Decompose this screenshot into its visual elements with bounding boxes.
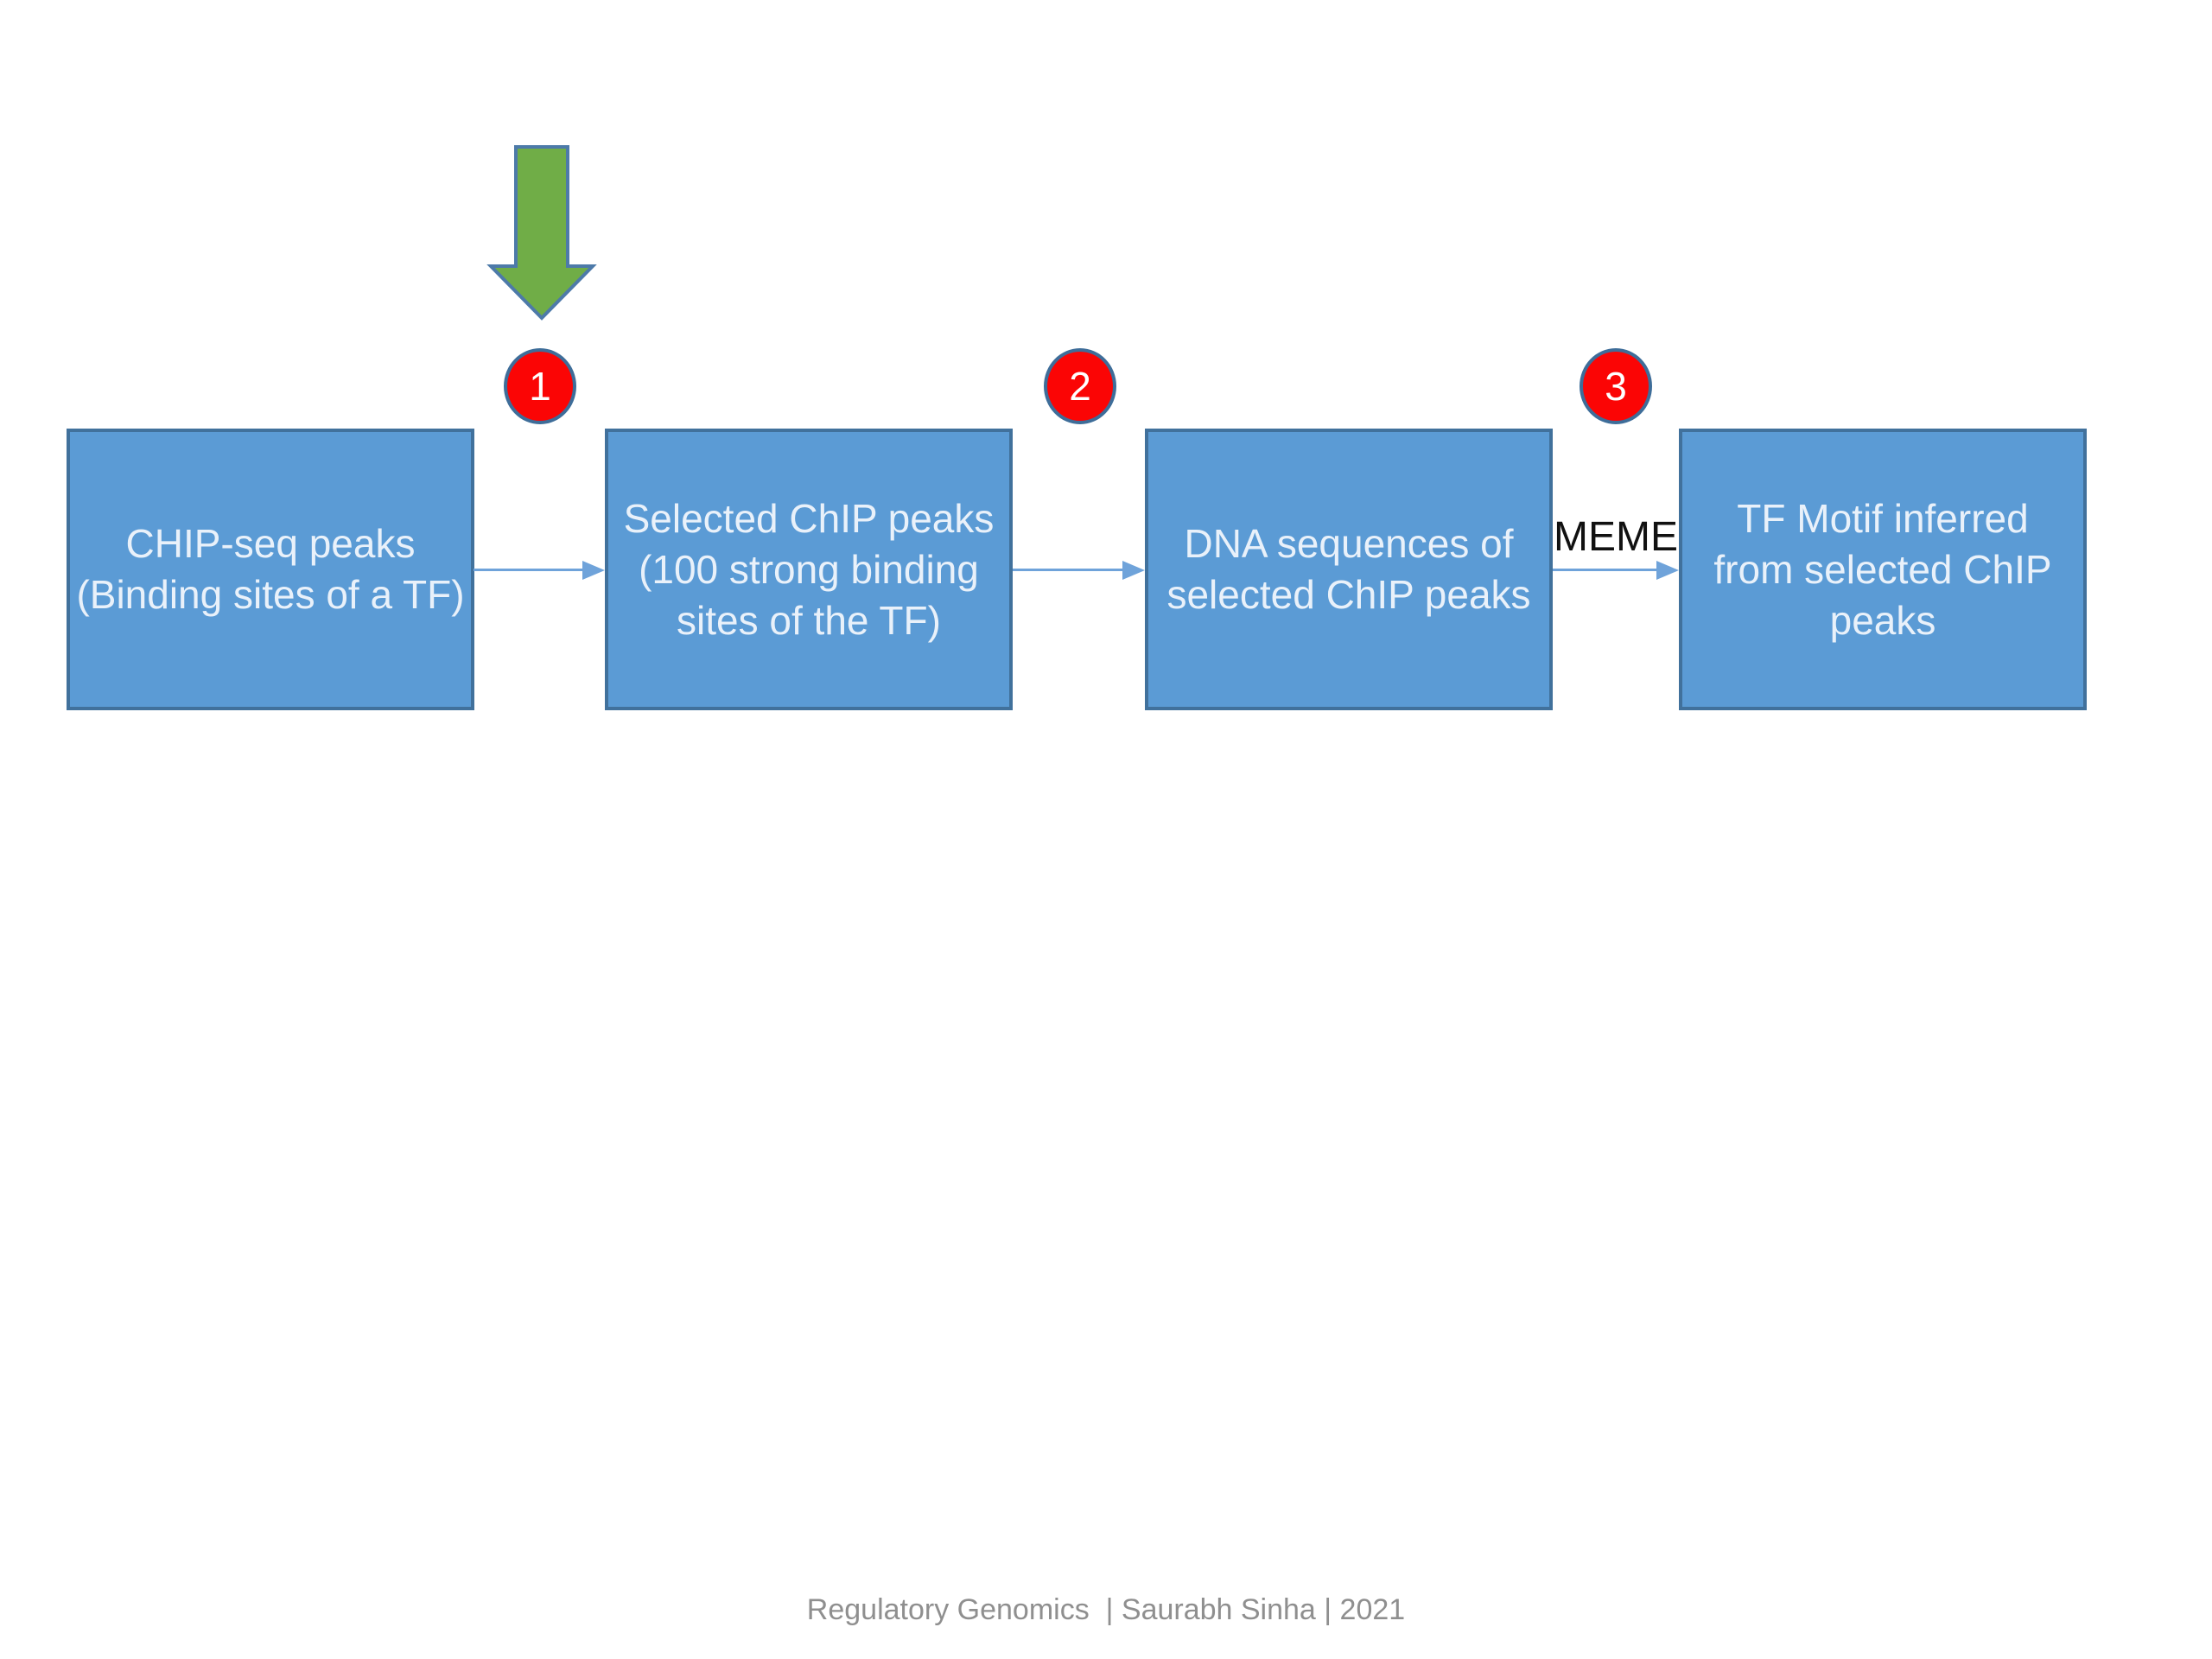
footer-credit: Regulatory Genomics | Saurabh Sinha | 20… bbox=[806, 1593, 1406, 1626]
flow-box-chip-seq-peaks: CHIP-seq peaks (Binding sites of a TF) bbox=[67, 429, 474, 710]
step-badge-2: 2 bbox=[1044, 348, 1116, 424]
step-badge-3: 3 bbox=[1580, 348, 1652, 424]
step-number: 3 bbox=[1605, 364, 1627, 409]
flow-box-label: TF Motif inferred from selected ChIP pea… bbox=[1713, 495, 2052, 643]
arrow-head bbox=[1122, 560, 1145, 580]
flow-box-tf-motif: TF Motif inferred from selected ChIP pea… bbox=[1679, 429, 2087, 710]
flow-box-label: CHIP-seq peaks (Binding sites of a TF) bbox=[76, 521, 465, 617]
flow-box-label: DNA sequences of selected ChIP peaks bbox=[1166, 521, 1531, 617]
step-number: 1 bbox=[529, 364, 551, 409]
step-badge-1: 1 bbox=[504, 348, 576, 424]
step-number: 2 bbox=[1069, 364, 1091, 409]
flow-box-label: Selected ChIP peaks (100 strong binding … bbox=[623, 495, 995, 643]
down-arrow-icon bbox=[486, 145, 597, 321]
arrow-line bbox=[1553, 569, 1658, 571]
flow-box-dna-sequences: DNA sequences of selected ChIP peaks bbox=[1145, 429, 1553, 710]
flow-box-selected-chip-peaks: Selected ChIP peaks (100 strong binding … bbox=[605, 429, 1013, 710]
arrow-head bbox=[1656, 560, 1679, 580]
arrow-line bbox=[1013, 569, 1124, 571]
arrow-head bbox=[582, 560, 605, 580]
arrow-line bbox=[474, 569, 584, 571]
meme-tool-label: MEME bbox=[1554, 514, 1678, 560]
